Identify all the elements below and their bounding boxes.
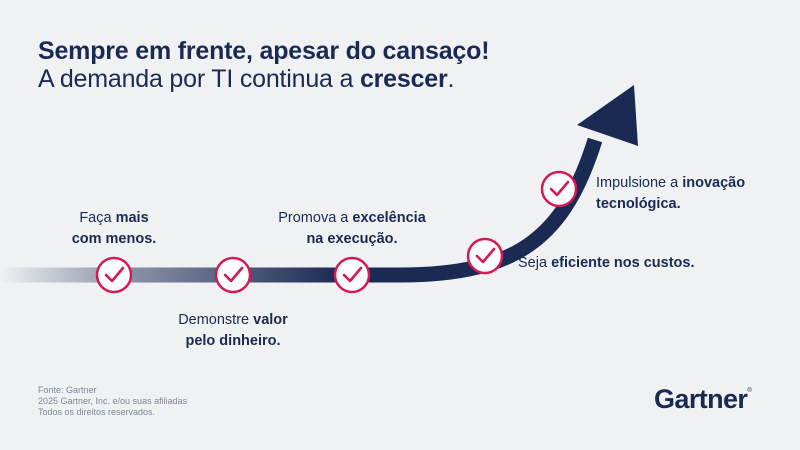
check-circle-icon bbox=[540, 170, 578, 208]
step-label-4: Seja eficiente nos custos. bbox=[518, 255, 695, 271]
subtitle-emphasis: crescer bbox=[359, 65, 448, 93]
step-label-5: Impulsione a inovação tecnológica. bbox=[596, 175, 746, 212]
gartner-logo: Gartner® bbox=[654, 384, 752, 414]
registered-mark: ® bbox=[747, 388, 752, 394]
step-label-3: Promova a excelência na execução. bbox=[278, 210, 426, 247]
page-title: Sempre em frente, apesar do cansaço! bbox=[38, 37, 490, 65]
subtitle-text: A demanda por TI continua a bbox=[38, 65, 360, 93]
step-label-2: Demonstre valor pelo dinheiro. bbox=[178, 312, 288, 349]
rights-line: Todos os direitos reservados. bbox=[38, 407, 156, 417]
source-footer: Fonte: Gartner 2025 Gartner, Inc. e/ou s… bbox=[38, 385, 187, 418]
arrow-up-icon bbox=[577, 85, 638, 146]
source-line: Fonte: Gartner bbox=[38, 385, 97, 395]
copyright-line: 2025 Gartner, Inc. e/ou suas afiliadas bbox=[38, 396, 188, 406]
subtitle-period: . bbox=[447, 65, 455, 93]
page-subtitle: A demanda por TI continua a crescer. bbox=[38, 64, 454, 95]
check-circle-icon bbox=[95, 256, 133, 294]
step-label-1: Faça mais com menos. bbox=[71, 210, 157, 247]
check-circle-icon bbox=[466, 237, 504, 275]
road-curve bbox=[348, 137, 603, 283]
check-circle-icon bbox=[333, 256, 371, 294]
check-circle-icon bbox=[214, 256, 252, 294]
